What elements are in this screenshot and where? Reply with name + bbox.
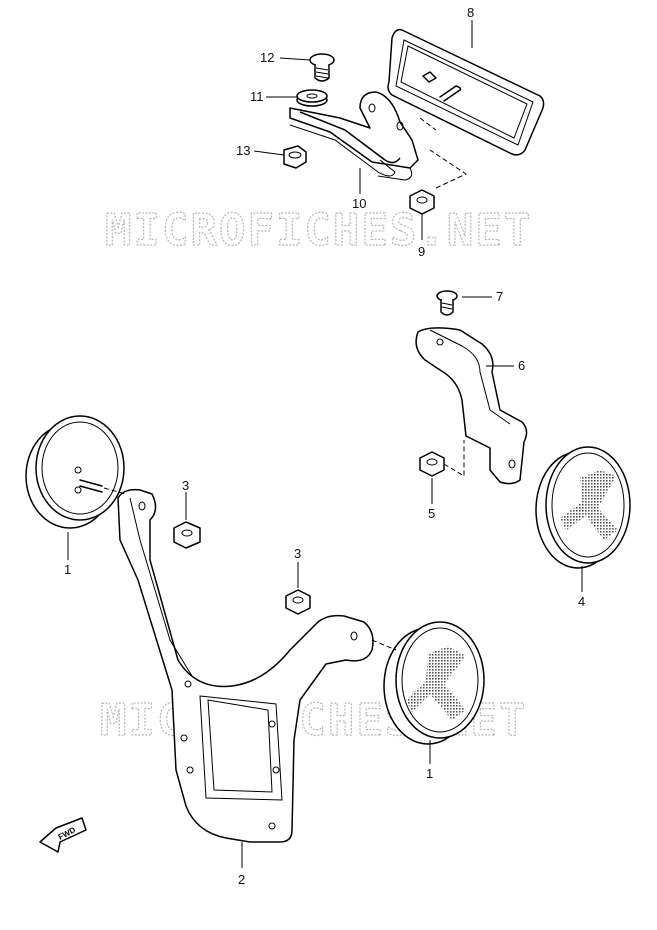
nut-part-9 xyxy=(409,189,435,215)
screw-part-7 xyxy=(436,290,458,316)
callout-13: 13 xyxy=(236,143,250,158)
nut-part-5 xyxy=(419,451,445,477)
callout-6: 6 xyxy=(518,358,525,373)
reflector-part-4 xyxy=(535,446,631,569)
callout-3-lower: 3 xyxy=(294,546,301,561)
nut-part-3-upper xyxy=(173,521,201,549)
bracket-part-6 xyxy=(415,327,528,485)
reflector-part-1-right xyxy=(383,621,485,745)
fwd-arrow-icon: FWD xyxy=(39,817,87,853)
callout-3-upper: 3 xyxy=(182,478,189,493)
washer-part-11 xyxy=(296,89,328,107)
callout-5: 5 xyxy=(428,506,435,521)
main-bracket-part-2 xyxy=(117,488,374,843)
callout-8: 8 xyxy=(467,5,474,20)
callout-10: 10 xyxy=(352,196,366,211)
watermark-top: MICROFICHES.NET xyxy=(105,205,532,256)
callout-4: 4 xyxy=(578,594,585,609)
bracket-part-10 xyxy=(289,91,419,181)
callout-1-right: 1 xyxy=(426,766,433,781)
callout-9: 9 xyxy=(418,244,425,259)
license-lamp-part-8 xyxy=(387,28,545,156)
callout-12: 12 xyxy=(260,50,274,65)
nut-part-13 xyxy=(283,145,307,169)
callout-1-left: 1 xyxy=(64,562,71,577)
callout-11: 11 xyxy=(250,89,264,104)
nut-part-3-lower xyxy=(285,589,311,615)
screw-part-12 xyxy=(309,53,335,82)
callout-7: 7 xyxy=(496,289,503,304)
callout-2: 2 xyxy=(238,872,245,887)
reflector-part-1-left xyxy=(25,415,125,529)
